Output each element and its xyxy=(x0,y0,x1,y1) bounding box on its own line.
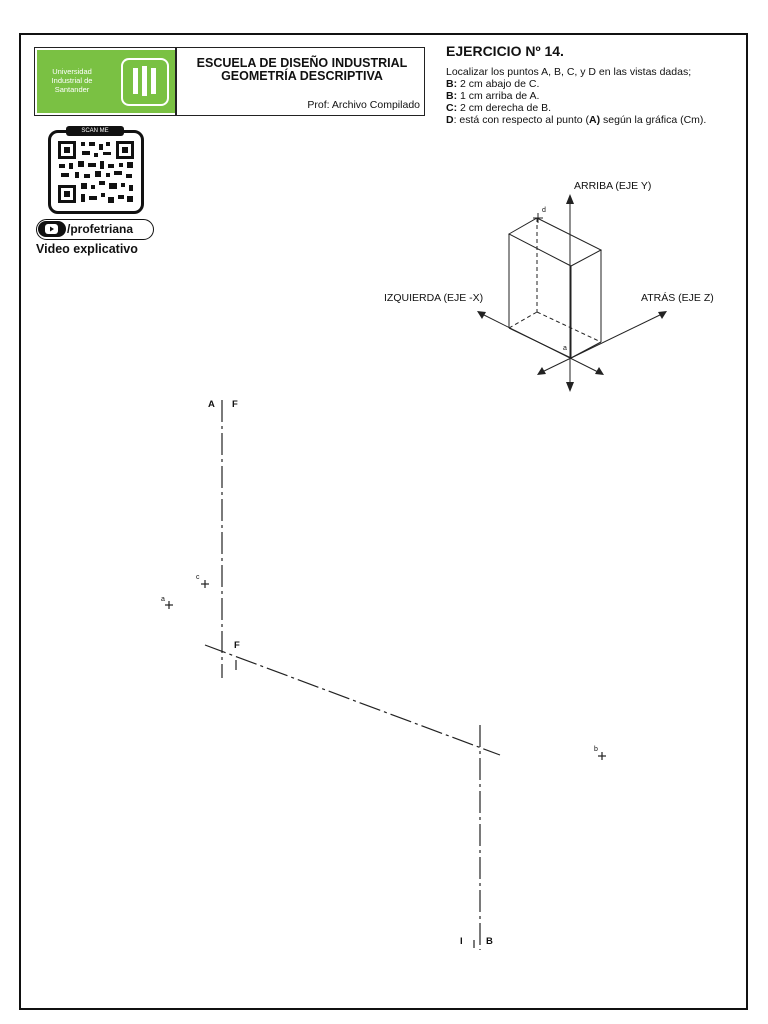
uis-mark-icon xyxy=(121,58,169,106)
point-c-label: c xyxy=(196,574,200,581)
exercise-line-d: D: está con respecto al punto (A) según … xyxy=(446,114,707,126)
school-line-1: ESCUELA DE DISEÑO INDUSTRIAL xyxy=(196,56,408,70)
school-line-2: GEOMETRÍA DESCRIPTIVA xyxy=(221,69,383,83)
header-divider xyxy=(175,48,177,115)
video-label: Video explicativo xyxy=(36,242,138,256)
z-axis-line xyxy=(539,312,665,374)
point-a-axis-label: a xyxy=(563,345,567,352)
professor-label: Prof: Archivo Compilado xyxy=(307,99,420,111)
arrow-front-icon xyxy=(537,367,546,375)
view-label-b: B xyxy=(486,936,493,947)
exercise-intro: Localizar los puntos A, B, C, y D en las… xyxy=(446,66,692,78)
fold-line-fi xyxy=(204,644,501,756)
point-a-label: a xyxy=(161,596,165,603)
axis-label-left: IZQUIERDA (EJE -X) xyxy=(384,292,484,304)
arrow-back-icon xyxy=(658,311,667,319)
exercise-line-c: C: 2 cm derecha de B. xyxy=(446,102,552,114)
arrow-down-icon xyxy=(566,382,574,392)
view-label-f-mid: F xyxy=(234,640,240,651)
qr-pattern-icon xyxy=(58,141,134,203)
arrow-left-icon xyxy=(477,311,486,319)
point-d-label: d xyxy=(542,207,546,214)
x-axis-line xyxy=(479,312,601,374)
page-frame xyxy=(19,33,748,1010)
arrow-right-down-icon xyxy=(595,367,604,375)
title-block: Universidad Industrial de Santander ESCU… xyxy=(34,47,425,116)
exercise-title: EJERCICIO Nº 14. xyxy=(446,43,564,59)
channel-handle: /profetriana xyxy=(67,222,134,236)
view-label-a: A xyxy=(208,399,215,410)
exercise-statement: Localizar los puntos A, B, C, y D en las… xyxy=(446,66,706,126)
scan-me-label: SCAN ME xyxy=(66,126,124,136)
school-name: ESCUELA DE DISEÑO INDUSTRIAL GEOMETRÍA D… xyxy=(180,57,424,83)
exercise-line-b2: B: 1 cm arriba de A. xyxy=(446,90,540,102)
box-top-face xyxy=(507,217,603,267)
point-b-label: b xyxy=(594,746,598,753)
youtube-channel-link[interactable]: /profetriana xyxy=(36,219,154,240)
axis-label-up: ARRIBA (EJE Y) xyxy=(574,180,652,192)
exercise-line-b: B: 2 cm abajo de C. xyxy=(446,78,540,90)
arrow-up-icon xyxy=(566,194,574,204)
youtube-icon xyxy=(38,221,66,237)
university-logo: Universidad Industrial de Santander xyxy=(37,50,175,113)
view-label-f-top: F xyxy=(232,399,238,410)
view-label-i: I xyxy=(460,936,463,947)
axis-label-back: ATRÁS (EJE Z) xyxy=(641,292,714,304)
logo-text: Universidad Industrial de Santander xyxy=(51,67,93,94)
